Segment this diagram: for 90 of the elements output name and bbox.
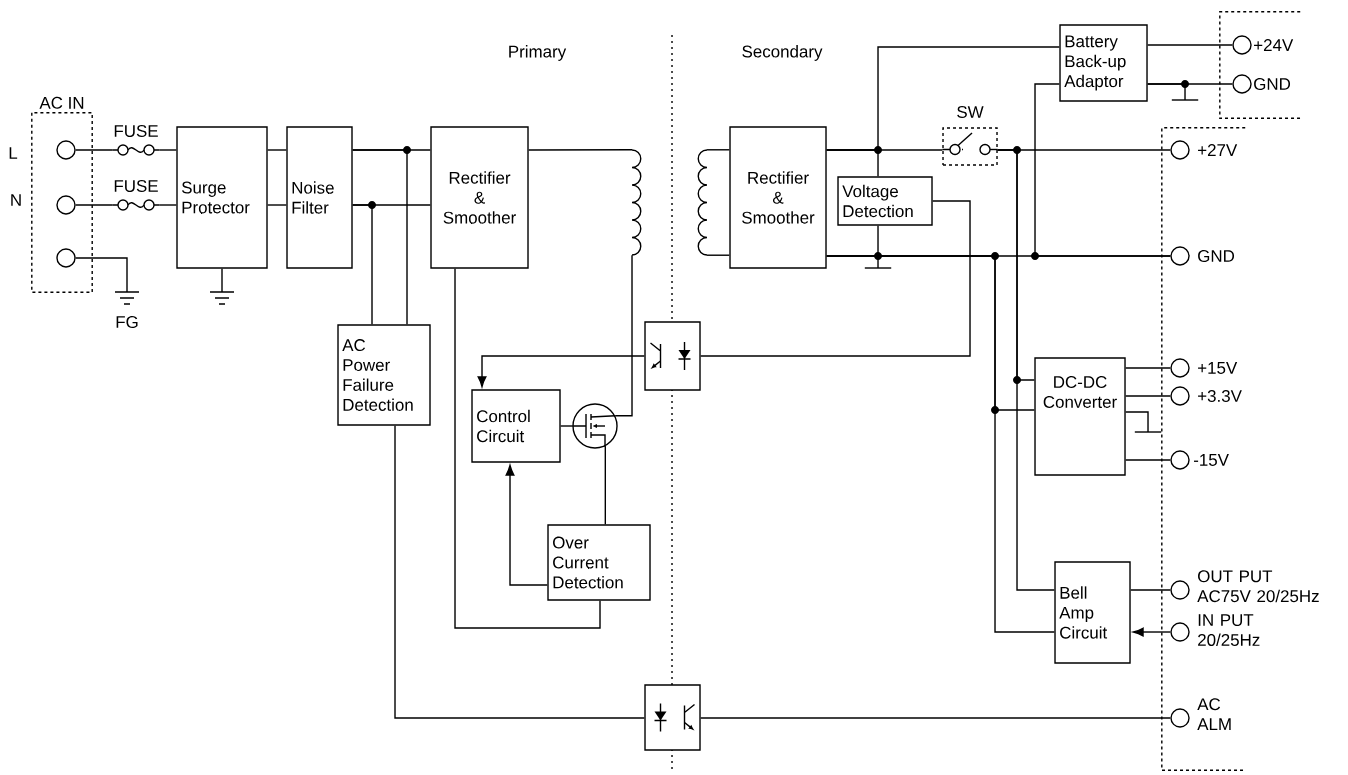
wire [700, 200, 971, 357]
wire [1125, 411, 1149, 433]
terminal-label: +3.3V [1198, 390, 1242, 402]
terminal-label: +24V [1254, 39, 1294, 51]
wire [826, 255, 1055, 633]
block-box: DC-DC Converter [1034, 357, 1126, 476]
wire [528, 149, 633, 151]
block-box: Battery Back-up Adaptor [1059, 24, 1148, 102]
wire [352, 204, 373, 325]
wire [604, 445, 606, 525]
node-label: SW [957, 106, 984, 118]
terminal-label: -15V [1193, 454, 1229, 466]
terminal-circle [56, 248, 76, 268]
terminal-circle [1170, 386, 1190, 406]
wire [826, 149, 879, 177]
transformer-coil [697, 149, 708, 256]
fuse-symbol [112, 144, 160, 156]
node-label: AC IN [39, 96, 84, 109]
wire [158, 204, 177, 206]
connector-frame [1219, 11, 1301, 119]
wire [75, 257, 128, 293]
terminal-circle [1232, 35, 1252, 55]
terminal-circle [1170, 358, 1190, 378]
terminal-circle [1170, 708, 1190, 728]
block-box: Bell Amp Circuit [1054, 561, 1131, 664]
wire [614, 254, 633, 417]
block-box: Voltage Detection [837, 176, 933, 226]
block-box: Over Current Detection [547, 524, 651, 601]
terminal-label: FUSE [114, 125, 158, 137]
block-box: Control Circuit [471, 389, 561, 463]
fuse-symbol [112, 199, 160, 211]
wire [1130, 589, 1171, 591]
terminal-circle [1232, 74, 1252, 94]
wire [1125, 395, 1171, 397]
wire [75, 204, 114, 206]
terminal-circle [1170, 622, 1190, 642]
section-label: Secondary [742, 45, 823, 61]
transistor-symbol [571, 403, 618, 449]
transformer-coil [631, 149, 642, 256]
terminal-circle [1170, 140, 1190, 160]
wire [158, 149, 177, 151]
photocoupler-box [644, 684, 701, 751]
terminal-label: N [11, 194, 21, 206]
block-box: Rectifier & Smoother [729, 126, 827, 269]
wire [454, 268, 601, 629]
block-box: AC Power Failure Detection [337, 324, 431, 426]
wire [352, 149, 408, 325]
arrow [1132, 627, 1171, 637]
wire [75, 149, 114, 151]
switch-box: SW [941, 106, 999, 166]
wire [706, 149, 730, 151]
wire [1147, 44, 1233, 46]
terminal-label: FUSE [114, 180, 158, 192]
terminal-label: GND [1254, 78, 1291, 90]
terminal-circle [1170, 246, 1190, 266]
block-box: Noise Filter [286, 126, 353, 269]
wire [997, 149, 1055, 591]
connector-frame: AC IN [31, 96, 93, 293]
wire [560, 425, 573, 427]
terminal-label: +27V [1198, 144, 1238, 156]
wire [877, 225, 879, 269]
wire [221, 268, 223, 293]
arrow [477, 355, 645, 388]
wire [706, 254, 730, 256]
wire [1125, 459, 1171, 461]
wire [1125, 367, 1171, 369]
wire [267, 204, 287, 206]
terminal-circle [56, 195, 76, 215]
wire [394, 425, 645, 719]
wire [1147, 83, 1186, 101]
block-box: Surge Protector [176, 126, 268, 269]
ground-symbol [114, 291, 140, 305]
section-label: Primary [509, 45, 567, 61]
terminal-circle [56, 140, 76, 160]
block-box: Rectifier & Smoother [430, 126, 529, 269]
terminal-label: GND [1198, 250, 1235, 262]
arrow [505, 464, 548, 586]
terminal-label: +15V [1198, 362, 1238, 374]
photocoupler-box [644, 321, 701, 391]
terminal-circle [1170, 580, 1190, 600]
terminal-label: FG [116, 316, 138, 328]
terminal-label: AC ALM [1197, 698, 1231, 730]
terminal-label: OUT PUT AC75V 20/25Hz [1197, 570, 1319, 603]
terminal-circle [1170, 450, 1190, 470]
wire [267, 149, 287, 151]
terminal-label: L [9, 147, 18, 159]
wire [1034, 83, 1171, 257]
wire [700, 717, 1171, 719]
terminal-label: IN PUT 20/25Hz [1198, 614, 1260, 646]
ground-symbol [209, 291, 235, 305]
